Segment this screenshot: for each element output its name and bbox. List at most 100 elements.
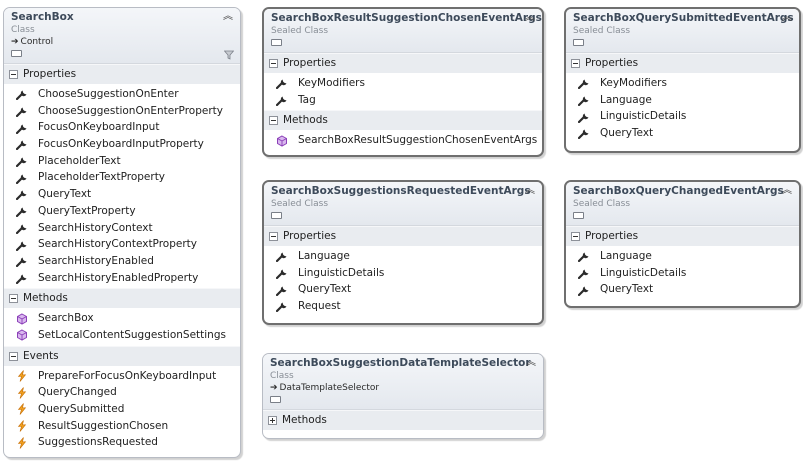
section-label: Events bbox=[23, 349, 59, 362]
section-properties[interactable]: Properties bbox=[264, 226, 542, 246]
section-methods[interactable]: Methods bbox=[264, 110, 542, 131]
event-member[interactable]: QuerySubmitted bbox=[4, 401, 240, 418]
collapse-section-icon[interactable] bbox=[571, 232, 580, 241]
class-box-query-changed[interactable]: SearchBoxQueryChangedEventArgs Sealed Cl… bbox=[564, 180, 801, 308]
collapse-chevron-icon[interactable]: ︽ bbox=[782, 12, 792, 23]
property-member[interactable]: Language bbox=[566, 248, 799, 265]
section-properties[interactable]: Properties bbox=[264, 53, 542, 73]
collapse-members-icon[interactable] bbox=[11, 48, 234, 60]
property-member[interactable]: QueryText bbox=[4, 186, 240, 203]
property-member[interactable]: SearchHistoryContextProperty bbox=[4, 236, 240, 253]
method-member[interactable]: SearchBoxResultSuggestionChosenEventArgs bbox=[264, 132, 542, 149]
member-label: PlaceholderTextProperty bbox=[38, 171, 166, 184]
class-box-searchbox[interactable]: SearchBox Class ➔Control ︽ Properties Ch… bbox=[3, 7, 241, 458]
collapse-section-icon[interactable] bbox=[269, 232, 278, 241]
section-properties[interactable]: Properties bbox=[4, 64, 240, 84]
property-member[interactable]: Language bbox=[264, 248, 542, 265]
collapse-members-icon[interactable] bbox=[573, 210, 793, 222]
collapse-members-icon[interactable] bbox=[271, 210, 536, 222]
class-header: SearchBoxQueryChangedEventArgs Sealed Cl… bbox=[566, 182, 799, 226]
property-member[interactable]: KeyModifiers bbox=[264, 75, 542, 92]
method-member[interactable]: SetLocalContentSuggestionSettings bbox=[4, 327, 240, 344]
class-box-suggestion-template-selector[interactable]: SearchBoxSuggestionDataTemplateSelector … bbox=[262, 353, 544, 439]
property-member[interactable]: Language bbox=[566, 92, 799, 109]
expand-section-icon[interactable] bbox=[268, 416, 277, 425]
member-label: SearchHistoryEnabled bbox=[38, 254, 154, 267]
property-member[interactable]: FocusOnKeyboardInput bbox=[4, 119, 240, 136]
filter-icon[interactable] bbox=[223, 50, 235, 60]
collapse-members-icon[interactable] bbox=[271, 37, 536, 49]
property-member[interactable]: QueryTextProperty bbox=[4, 203, 240, 220]
class-header: SearchBox Class ➔Control ︽ bbox=[4, 8, 240, 64]
section-events[interactable]: Events bbox=[4, 345, 240, 366]
property-member[interactable]: ChooseSuggestionOnEnterProperty bbox=[4, 103, 240, 120]
section-methods[interactable]: Methods bbox=[263, 410, 543, 430]
event-member[interactable]: PrepareForFocusOnKeyboardInput bbox=[4, 368, 240, 385]
collapse-section-icon[interactable] bbox=[269, 116, 278, 126]
property-member[interactable]: LinguisticDetails bbox=[566, 265, 799, 282]
property-member[interactable]: QueryText bbox=[264, 281, 542, 298]
method-member[interactable]: SearchBox bbox=[4, 310, 240, 327]
collapse-members-icon[interactable] bbox=[573, 37, 793, 49]
collapse-section-icon[interactable] bbox=[9, 70, 18, 79]
property-member[interactable]: SearchHistoryContext bbox=[4, 220, 240, 237]
member-label: SearchBoxResultSuggestionChosenEventArgs bbox=[298, 134, 538, 147]
class-kind: Class bbox=[11, 25, 35, 35]
section-properties[interactable]: Properties bbox=[566, 226, 799, 246]
event-member[interactable]: SuggestionsRequested bbox=[4, 434, 240, 451]
member-label: QueryText bbox=[38, 188, 92, 201]
event-member[interactable]: QueryChanged bbox=[4, 384, 240, 401]
class-box-suggestions-requested[interactable]: SearchBoxSuggestionsRequestedEventArgs S… bbox=[262, 180, 544, 325]
collapse-chevron-icon[interactable]: ︽ bbox=[525, 185, 535, 196]
property-member[interactable]: LinguisticDetails bbox=[264, 265, 542, 282]
collapse-section-icon[interactable] bbox=[571, 59, 580, 68]
lightning-event-icon bbox=[15, 437, 29, 449]
property-member[interactable]: SearchHistoryEnabled bbox=[4, 253, 240, 270]
property-member[interactable]: PlaceholderText bbox=[4, 153, 240, 170]
class-box-query-submitted[interactable]: SearchBoxQuerySubmittedEventArgs Sealed … bbox=[564, 7, 801, 153]
collapse-section-icon[interactable] bbox=[269, 59, 278, 68]
class-title: SearchBox bbox=[11, 11, 74, 23]
class-box-result-suggestion-chosen[interactable]: SearchBoxResultSuggestionChosenEventArgs… bbox=[262, 7, 544, 157]
section-label: Properties bbox=[585, 57, 639, 69]
collapse-chevron-icon[interactable]: ︽ bbox=[782, 185, 792, 196]
property-member[interactable]: Request bbox=[264, 298, 542, 315]
event-member[interactable]: ResultSuggestionChosen bbox=[4, 418, 240, 435]
member-label: LinguisticDetails bbox=[600, 110, 687, 123]
lightning-event-icon bbox=[15, 370, 29, 382]
section-properties[interactable]: Properties bbox=[566, 53, 799, 73]
wrench-property-icon bbox=[15, 239, 29, 251]
collapse-chevron-icon[interactable]: ︽ bbox=[526, 357, 536, 368]
wrench-property-icon bbox=[275, 77, 289, 90]
property-member[interactable]: KeyModifiers bbox=[566, 75, 799, 92]
property-member[interactable]: SearchHistoryEnabledProperty bbox=[4, 270, 240, 287]
property-member[interactable]: PlaceholderTextProperty bbox=[4, 169, 240, 186]
member-label: Language bbox=[298, 250, 350, 262]
class-title: SearchBoxSuggestionDataTemplateSelector bbox=[270, 357, 531, 369]
property-member[interactable]: LinguisticDetails bbox=[566, 108, 799, 125]
collapse-section-icon[interactable] bbox=[9, 294, 18, 304]
class-title: SearchBoxSuggestionsRequestedEventArgs bbox=[271, 185, 531, 197]
wrench-property-icon bbox=[15, 172, 29, 184]
section-label: Methods bbox=[282, 414, 327, 426]
collapse-chevron-icon[interactable]: ︽ bbox=[223, 11, 233, 22]
collapse-section-icon[interactable] bbox=[9, 351, 18, 361]
member-label: Language bbox=[600, 250, 652, 262]
collapse-chevron-icon[interactable]: ︽ bbox=[525, 12, 535, 23]
property-member[interactable]: ChooseSuggestionOnEnter bbox=[4, 86, 240, 103]
wrench-property-icon bbox=[15, 122, 29, 134]
wrench-property-icon bbox=[15, 138, 29, 151]
wrench-property-icon bbox=[275, 94, 289, 107]
member-label: SearchHistoryContext bbox=[38, 221, 153, 234]
property-member[interactable]: FocusOnKeyboardInputProperty bbox=[4, 136, 240, 153]
lightning-event-icon bbox=[15, 420, 29, 432]
property-member[interactable]: QueryText bbox=[566, 281, 799, 298]
collapse-members-icon[interactable] bbox=[270, 394, 537, 406]
member-label: SuggestionsRequested bbox=[38, 436, 158, 449]
wrench-property-icon bbox=[577, 94, 591, 107]
section-methods[interactable]: Methods bbox=[4, 288, 240, 309]
property-member[interactable]: QueryText bbox=[566, 125, 799, 142]
property-member[interactable]: Tag bbox=[264, 92, 542, 109]
